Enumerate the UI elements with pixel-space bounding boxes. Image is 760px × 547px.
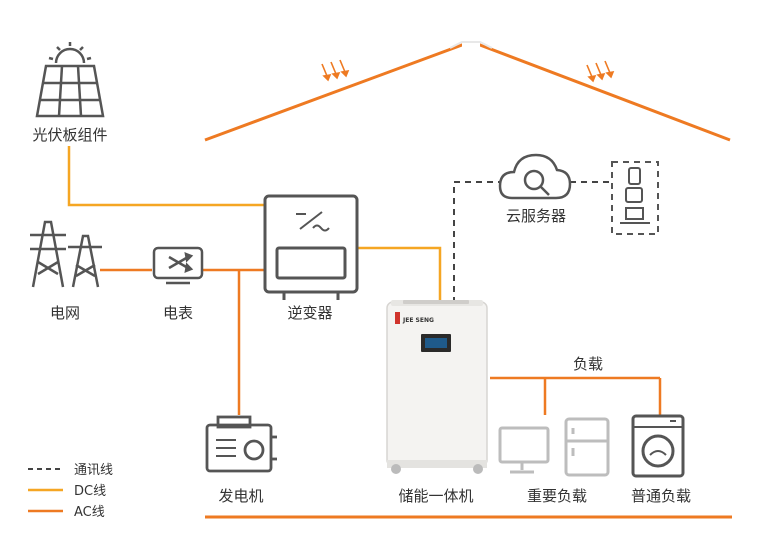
client-devices-icon (611, 161, 659, 235)
monitor-icon (498, 426, 550, 474)
sunlight-arrows-right-icon (586, 60, 615, 83)
legend-dc-label: DC线 (74, 484, 106, 499)
inverter-label: 逆变器 (287, 304, 332, 322)
solar-panel-icon (35, 42, 105, 118)
brand-text: JEE SENG (402, 317, 434, 324)
brand-logo-icon (395, 312, 400, 324)
dc-line-solar (67, 146, 265, 207)
generator-label: 发电机 (218, 487, 263, 505)
solar-label: 光伏板组件 (32, 126, 107, 144)
storage-label: 储能一体机 (398, 487, 473, 505)
meter-icon (152, 246, 204, 285)
meter-label: 电表 (163, 304, 193, 322)
storage-unit-icon: JEE SENG (386, 300, 488, 474)
washing-machine-icon (631, 414, 685, 478)
legend-ac-label: AC线 (74, 505, 105, 520)
inverter-icon (263, 194, 359, 300)
generator-icon (205, 415, 277, 473)
load-lines (490, 376, 662, 415)
legend: 通讯线 DC线 AC线 (28, 463, 113, 520)
house-roof (204, 41, 731, 142)
important-load-label: 重要负载 (527, 487, 587, 505)
power-tower-icon (30, 220, 102, 288)
cloud-label: 云服务器 (506, 207, 566, 225)
cloud-server-icon (498, 153, 572, 200)
fridge-icon (564, 417, 610, 477)
grid-label: 电网 (50, 304, 80, 322)
legend-comm-label: 通讯线 (74, 463, 113, 478)
comm-line-storage-cloud (453, 181, 500, 303)
sunlight-arrows-left-icon (321, 59, 350, 82)
normal-load-label: 普通负载 (631, 487, 691, 505)
dc-line-storage (357, 246, 442, 303)
load-label: 负载 (573, 355, 603, 373)
